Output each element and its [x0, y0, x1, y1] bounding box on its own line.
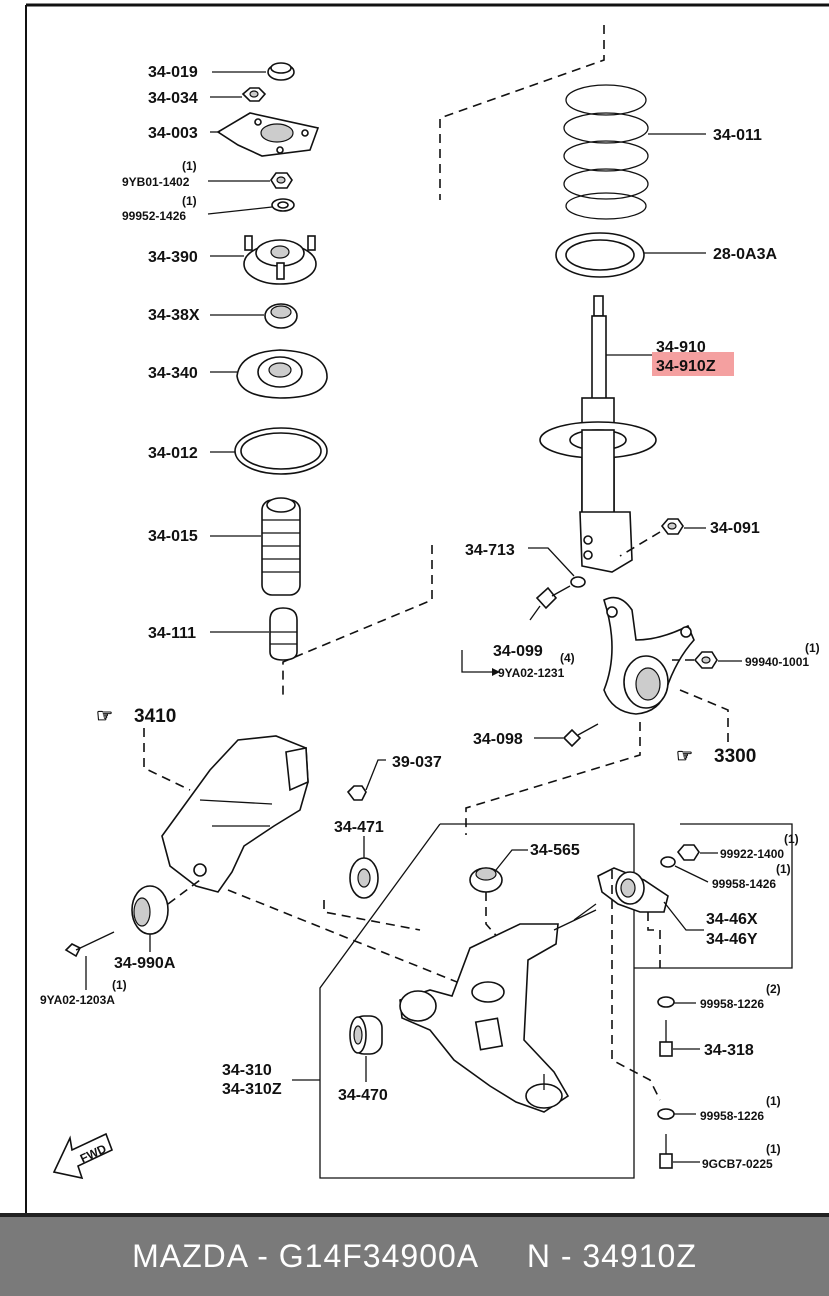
- label-34-111: 34-111: [148, 625, 196, 642]
- part-9ya02-1203a: [64, 931, 115, 958]
- part-34-990a: [131, 885, 169, 935]
- part-99952-1426: [271, 198, 295, 212]
- qty-99952-1426: (1): [182, 194, 197, 208]
- part-99958-1226-lower: [657, 1108, 675, 1120]
- suspension-exploded-diagram: 34-019 34-034 34-003 (1) 9YB01-1402 (1) …: [25, 3, 829, 1213]
- qty-99958-1426: (1): [776, 862, 791, 876]
- label-34-003: 34-003: [148, 125, 198, 142]
- part-34-015: [261, 497, 301, 596]
- label-34-910z: 34-910Z: [656, 358, 716, 375]
- label-99940-1001: 99940-1001: [745, 655, 809, 669]
- label-9ya02-1231: 9YA02-1231: [498, 666, 565, 680]
- part-34-091: [660, 518, 684, 535]
- part-34-310-lower-arm: [399, 903, 597, 1113]
- label-34-310: 34-310: [222, 1062, 272, 1079]
- part-34-390: [243, 235, 317, 285]
- ref-3300: 3300: [714, 746, 756, 767]
- part-34-011: [563, 84, 649, 220]
- label-9gcb7-0225: 9GCB7-0225: [702, 1157, 773, 1171]
- label-99958-1226-lower: 99958-1226: [700, 1109, 764, 1123]
- label-34-011: 34-011: [713, 127, 762, 144]
- label-34-471: 34-471: [334, 819, 384, 836]
- label-34-318: 34-318: [704, 1042, 754, 1059]
- label-99922-1400: 99922-1400: [720, 847, 784, 861]
- label-34-099: 34-099: [493, 643, 543, 660]
- qty-99958-1226-lower: (1): [766, 1094, 781, 1108]
- footer-text: MAZDA - G14F34900A N - 34910Z: [132, 1238, 697, 1274]
- label-34-38x: 34-38X: [148, 307, 200, 324]
- label-34-565: 34-565: [530, 842, 580, 859]
- label-99958-1226-upper: 99958-1226: [700, 997, 764, 1011]
- label-34-910: 34-910: [656, 339, 706, 356]
- part-34-910-strut: [539, 295, 657, 573]
- part-34-470: [349, 1015, 383, 1055]
- qty-9yb01-1402: (1): [182, 159, 197, 173]
- part-99922-1400: [676, 844, 700, 861]
- ref-3410: 3410: [134, 706, 176, 727]
- part-39-037: [346, 785, 367, 801]
- label-34-340: 34-340: [148, 365, 198, 382]
- part-34-318: [659, 1020, 673, 1057]
- part-34-003: [216, 112, 320, 157]
- part-34-38x: [264, 303, 298, 329]
- part-9yb01-1402: [270, 172, 293, 189]
- label-34-310z: 34-310Z: [222, 1081, 282, 1098]
- label-34-015: 34-015: [148, 528, 198, 545]
- label-34-098: 34-098: [473, 731, 523, 748]
- label-34-012: 34-012: [148, 445, 198, 462]
- label-34-390: 34-390: [148, 249, 198, 266]
- fwd-arrow-icon: FWD: [52, 1132, 114, 1180]
- label-34-990a: 34-990A: [114, 955, 176, 972]
- label-39-037: 39-037: [392, 754, 442, 771]
- part-34-340: [236, 349, 328, 399]
- part-99958-1226-upper: [657, 996, 675, 1008]
- part-34-471: [349, 857, 379, 899]
- label-34-470: 34-470: [338, 1087, 388, 1104]
- part-34-012: [234, 427, 328, 475]
- ref-hand-icon-3410: ☞: [96, 706, 113, 727]
- label-34-019: 34-019: [148, 64, 198, 81]
- part-9gcb7-0225: [659, 1134, 673, 1169]
- qty-9ya02-1203a: (1): [112, 978, 127, 992]
- part-34-034: [241, 87, 267, 102]
- label-99958-1426: 99958-1426: [712, 877, 776, 891]
- ref-hand-icon-3300: ☞: [676, 746, 693, 767]
- bracket-arrow: [492, 668, 500, 676]
- qty-9ya02-1231: (4): [560, 651, 575, 665]
- qty-99940-1001: (1): [805, 641, 820, 655]
- qty-99958-1226-upper: (2): [766, 982, 781, 996]
- qty-9gcb7-0225: (1): [766, 1142, 781, 1156]
- part-34-099: [535, 585, 571, 610]
- label-99952-1426: 99952-1426: [122, 209, 186, 223]
- part-34-565: [469, 867, 503, 893]
- label-34-46y: 34-46Y: [706, 931, 758, 948]
- part-99958-1426: [660, 856, 676, 868]
- part-34-713: [570, 576, 586, 588]
- label-34-46x: 34-46X: [706, 911, 758, 928]
- label-9ya02-1203a: 9YA02-1203A: [40, 993, 115, 1007]
- qty-99922-1400: (1): [784, 832, 799, 846]
- label-9yb01-1402: 9YB01-1402: [122, 175, 190, 189]
- part-99940-1001: [693, 651, 718, 669]
- label-28-0a3a: 28-0A3A: [713, 246, 777, 263]
- highlight-34-910z: [652, 352, 734, 376]
- footer-bar: MAZDA - G14F34900A N - 34910Z: [0, 1213, 829, 1296]
- part-knuckle: [603, 596, 695, 715]
- part-34-46x: [597, 867, 669, 913]
- part-34-098: [562, 723, 599, 748]
- label-34-034: 34-034: [148, 90, 198, 107]
- part-34-111: [269, 607, 298, 661]
- part-subframe: [161, 735, 309, 893]
- label-34-091: 34-091: [710, 520, 760, 537]
- part-34-019: [267, 62, 295, 81]
- part-28-0a3a: [555, 232, 645, 278]
- label-34-713: 34-713: [465, 542, 515, 559]
